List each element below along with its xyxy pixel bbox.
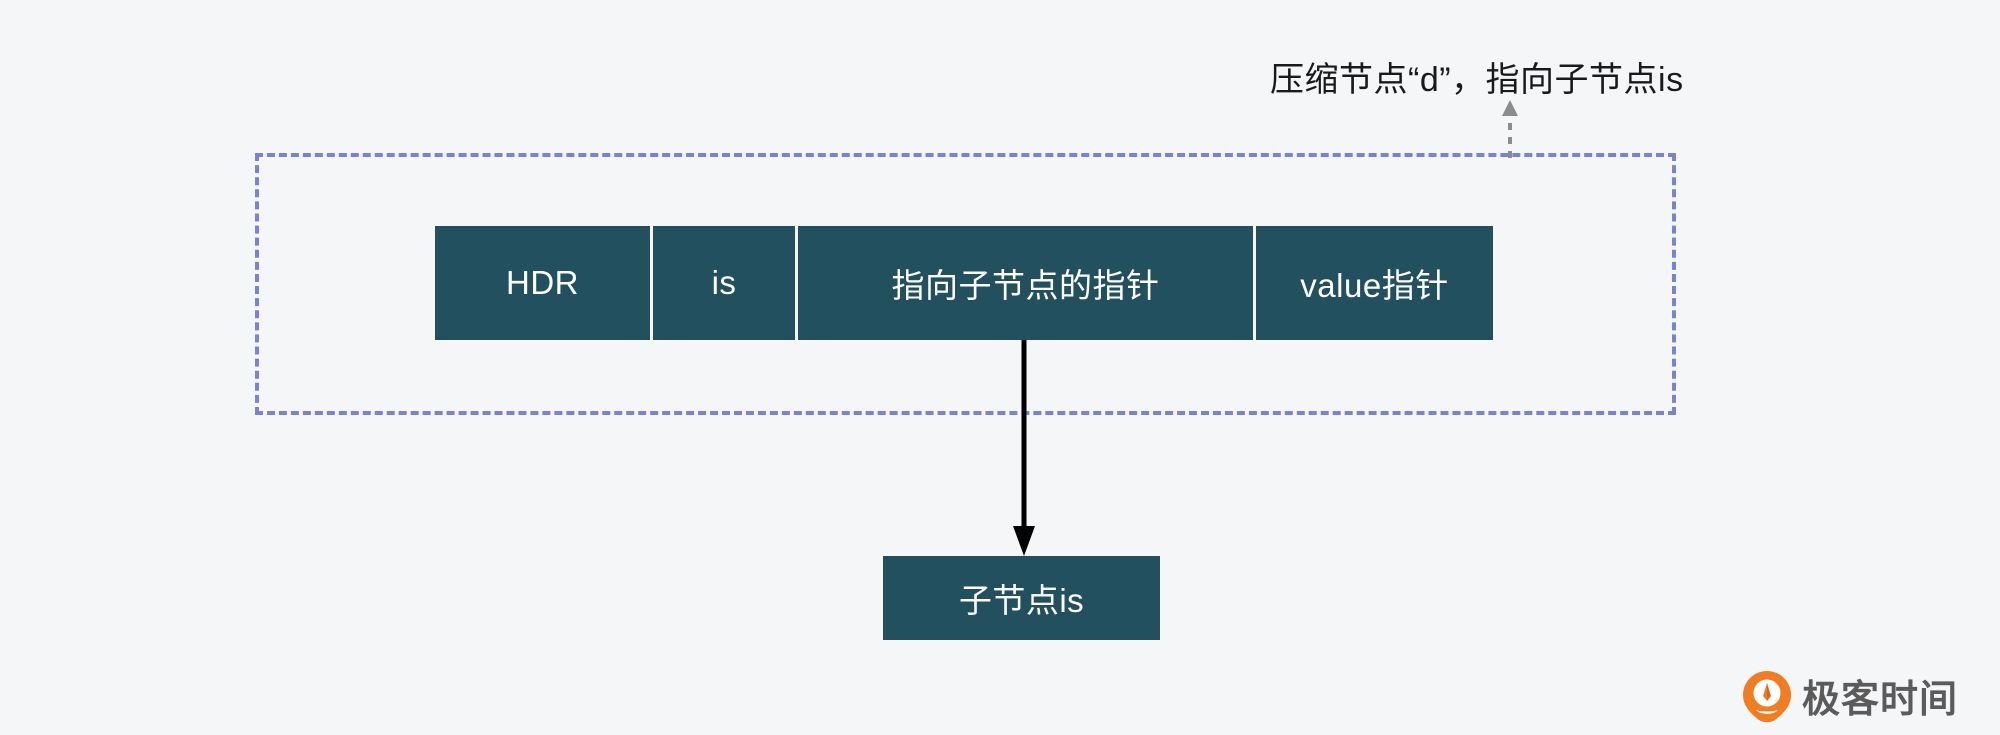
- node-cell-is: is: [653, 226, 795, 340]
- node-record-row: HDR is 指向子节点的指针 value指针: [435, 226, 1493, 340]
- compressed-node-group-border: [255, 153, 1676, 415]
- node-cell-child-pointer: 指向子节点的指针: [798, 226, 1253, 340]
- arrow-down-icon: [1013, 340, 1035, 556]
- annotation-label: 压缩节点“d”，指向子节点is: [1270, 61, 1684, 99]
- node-cell-value-pointer: value指针: [1256, 226, 1493, 340]
- node-cell-hdr: HDR: [435, 226, 650, 340]
- arrow-up-dotted-icon: [1502, 100, 1518, 158]
- watermark-text: 极客时间: [1802, 679, 1959, 721]
- geekbang-teardrop-logo-icon: [1743, 670, 1791, 722]
- watermark: 极客时间: [1742, 668, 1958, 723]
- child-node-box: 子节点is: [883, 556, 1160, 640]
